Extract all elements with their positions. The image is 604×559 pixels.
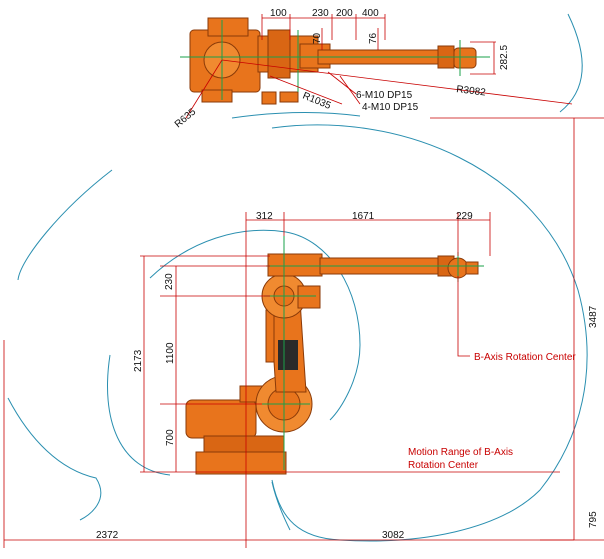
side-view-left-arc xyxy=(17,169,113,281)
side-view-dim-labels: 312 1671 229 230 2173 1100 700 3487 795 … xyxy=(96,211,599,541)
dim-2173: 2173 xyxy=(133,349,144,372)
dim-r635: R635 xyxy=(173,106,199,130)
side-view-left-lower-arc xyxy=(7,397,102,521)
label-motion-range-2: Rotation Center xyxy=(408,460,479,471)
dim-312: 312 xyxy=(256,211,273,222)
dim-230: 230 xyxy=(164,273,175,290)
dim-3082: 3082 xyxy=(382,530,405,541)
dim-2372: 2372 xyxy=(96,530,119,541)
dim-100: 100 xyxy=(270,8,287,19)
dim-229: 229 xyxy=(456,211,473,222)
dim-230: 230 xyxy=(312,8,329,19)
top-view-dimensions xyxy=(185,14,573,119)
side-view-bottom-arc xyxy=(271,481,291,531)
dim-3487: 3487 xyxy=(588,305,599,328)
side-view-outer-arc xyxy=(271,124,588,542)
side-view-dimensions xyxy=(3,117,604,548)
dim-70: 70 xyxy=(312,32,323,44)
side-view-robot xyxy=(185,253,479,475)
dim-795: 795 xyxy=(588,511,599,528)
dim-1100: 1100 xyxy=(165,342,176,364)
dim-200: 200 xyxy=(336,8,353,19)
side-view-inner-lower-arc xyxy=(107,354,171,476)
top-view-inner-arc xyxy=(231,111,361,119)
label-holes-6: 6-M10 DP15 xyxy=(356,90,413,101)
label-holes-4: 4-M10 DP15 xyxy=(362,102,419,113)
dim-76: 76 xyxy=(368,32,379,44)
dim-282-5: 282.5 xyxy=(499,45,510,70)
side-view-axes xyxy=(262,236,484,470)
label-motion-range-1: Motion Range of B-Axis xyxy=(408,447,513,458)
dim-700: 700 xyxy=(165,429,176,446)
top-view-reach-arc xyxy=(559,13,583,113)
dim-r3082: R3082 xyxy=(456,84,487,99)
dim-400: 400 xyxy=(362,8,379,19)
dim-1671: 1671 xyxy=(352,211,375,222)
label-b-axis-center: B-Axis Rotation Center xyxy=(474,352,576,363)
